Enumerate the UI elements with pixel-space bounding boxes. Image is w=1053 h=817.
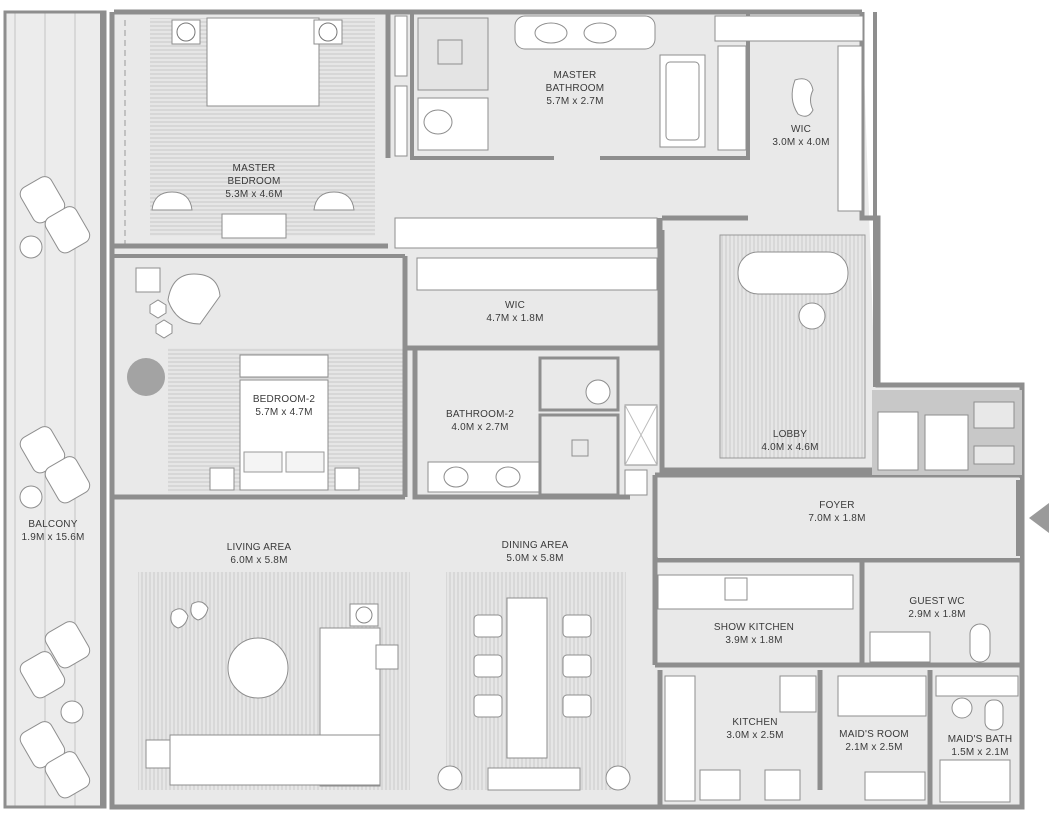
outer-walls bbox=[109, 9, 1025, 810]
room-label-bathroom-2: BATHROOM-2 4.0M x 2.7M bbox=[446, 409, 514, 433]
room-label-lobby: LOBBY 4.0M x 4.6M bbox=[761, 429, 819, 453]
balcony-furniture bbox=[19, 176, 91, 799]
closets bbox=[394, 15, 658, 291]
room-label-master-bedroom: MASTER BEDROOM 5.3M x 4.6M bbox=[225, 163, 283, 200]
room-label-wic-2: WIC 4.7M x 1.8M bbox=[486, 300, 544, 324]
room-label-living-area: LIVING AREA 6.0M x 5.8M bbox=[226, 542, 292, 566]
room-label-maids-bath: MAID'S BATH 1.5M x 2.1M bbox=[947, 734, 1013, 758]
room-label-master-bathroom: MASTER BATHROOM 5.7M x 2.7M bbox=[545, 70, 605, 107]
room-label-kitchen: KITCHEN 3.0M x 2.5M bbox=[726, 717, 784, 741]
lobby-furniture bbox=[719, 234, 866, 459]
interior-walls bbox=[402, 215, 1022, 807]
room-label-bedroom-2: BEDROOM-2 5.7M x 4.7M bbox=[252, 394, 316, 418]
room-label-guest-wc: GUEST WC 2.9M x 1.8M bbox=[908, 596, 966, 620]
bathroom-2 bbox=[420, 356, 658, 497]
room-label-foyer: FOYER 7.0M x 1.8M bbox=[808, 500, 866, 524]
room-label-wic-master: WIC 3.0M x 4.0M bbox=[772, 124, 830, 148]
foyer bbox=[658, 478, 1020, 558]
master-bathroom bbox=[410, 12, 864, 212]
room-label-maids-room: MAID'S ROOM 2.1M x 2.5M bbox=[839, 729, 909, 753]
master-bedroom-furniture bbox=[114, 17, 388, 249]
room-label-dining-area: DINING AREA 5.0M x 5.8M bbox=[501, 540, 569, 564]
service-core bbox=[872, 390, 1022, 475]
bedroom-2-furniture bbox=[112, 254, 405, 500]
entry-arrow-icon bbox=[1029, 503, 1049, 533]
room-label-balcony: BALCONY 1.9M x 15.6M bbox=[21, 519, 85, 543]
room-label-show-kitchen: SHOW KITCHEN 3.9M x 1.8M bbox=[713, 622, 795, 646]
kitchen-service-fixtures bbox=[657, 574, 1019, 803]
living-dining-furniture bbox=[138, 572, 631, 791]
